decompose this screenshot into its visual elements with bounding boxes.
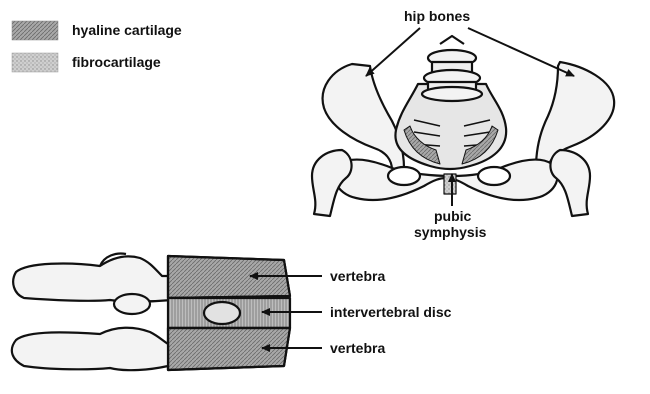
- legend-label-fibro: fibrocartilage: [72, 54, 161, 70]
- legend-swatch-hyaline: [12, 21, 58, 40]
- pelvis-illustration: [312, 36, 614, 216]
- vertebra-top-label: vertebra: [330, 268, 385, 284]
- left-obturator: [388, 167, 420, 185]
- nucleus-pulposus: [204, 302, 240, 324]
- vertebra-bottom-label: vertebra: [330, 340, 385, 356]
- symphysis-label: symphysis: [414, 224, 486, 240]
- right-obturator: [478, 167, 510, 185]
- pubic-label: pubic: [434, 208, 471, 224]
- hip-bones-arrow-right: [468, 28, 574, 76]
- hip-bones-label: hip bones: [404, 8, 470, 24]
- lower-vertebra-process: [12, 328, 168, 370]
- upper-vertebra-process: [13, 256, 172, 301]
- spine-illustration: [12, 254, 290, 371]
- facet-joint: [114, 294, 150, 314]
- hip-bones-arrow-left: [366, 28, 420, 76]
- pubic-symphysis-cartilage: [444, 174, 456, 194]
- legend-swatch-fibro: [12, 53, 58, 72]
- intervertebral-disc-label: intervertebral disc: [330, 304, 451, 320]
- legend-label-hyaline: hyaline cartilage: [72, 22, 182, 38]
